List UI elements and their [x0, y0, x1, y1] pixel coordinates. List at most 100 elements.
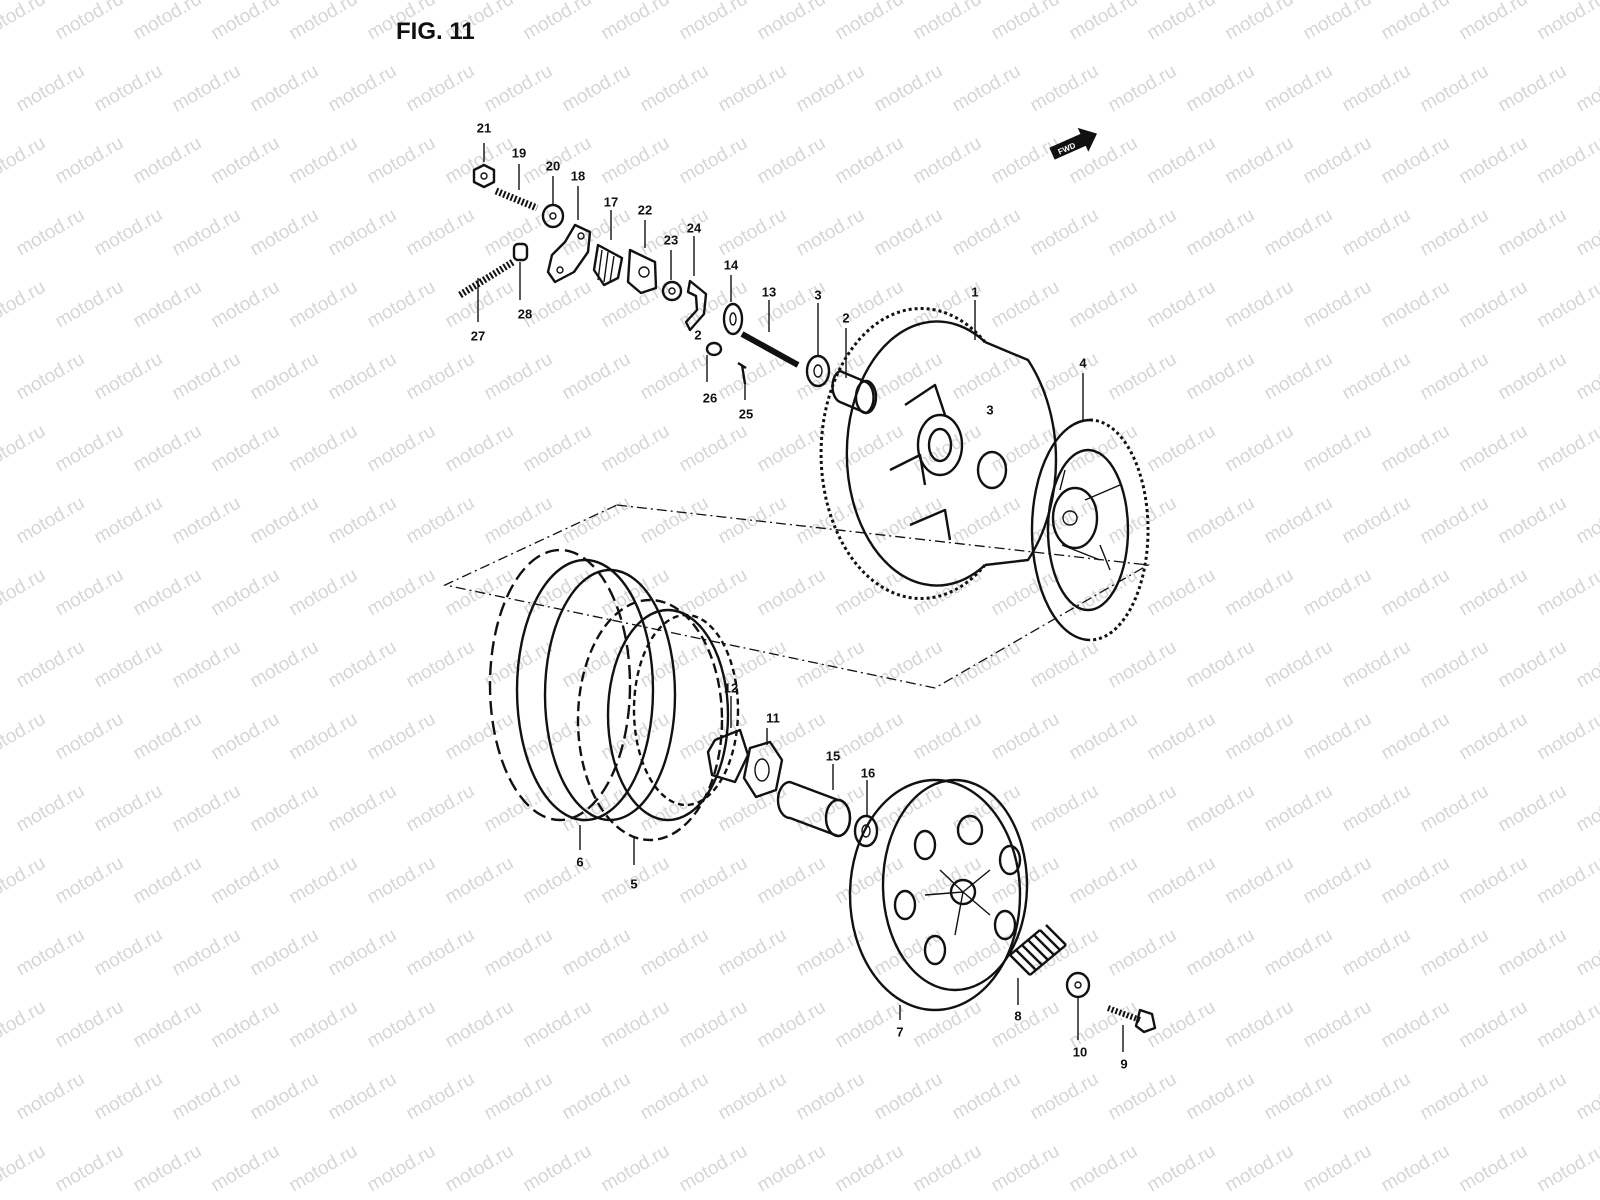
watermark-text: motod.ru [0, 0, 49, 44]
nut-21-icon [472, 163, 496, 189]
watermark-text: motod.ru [754, 0, 829, 44]
watermark-text: motod.ru [169, 1069, 244, 1125]
watermark-text: motod.ru [13, 349, 88, 405]
watermark-text: motod.ru [1495, 349, 1570, 405]
watermark-text: motod.ru [1378, 853, 1453, 909]
watermark-text: motod.ru [754, 709, 829, 765]
screw-25-icon [737, 361, 747, 385]
watermark-text: motod.ru [208, 277, 283, 333]
push-rod-13-icon [740, 331, 800, 368]
watermark-text: motod.ru [1261, 925, 1336, 981]
watermark-text: motod.ru [0, 853, 49, 909]
watermark-text: motod.ru [1573, 493, 1600, 549]
watermark-text: motod.ru [1144, 853, 1219, 909]
watermark-text: motod.ru [403, 493, 478, 549]
watermark-text: motod.ru [1300, 133, 1375, 189]
watermark-text: motod.ru [1144, 277, 1219, 333]
watermark-text: motod.ru [91, 205, 166, 261]
watermark-text: motod.ru [130, 133, 205, 189]
watermark-text: motod.ru [1183, 349, 1258, 405]
watermark-text: motod.ru [208, 565, 283, 621]
callout-5: 5 [630, 876, 638, 892]
watermark-text: motod.ru [871, 1069, 946, 1125]
callout-19: 19 [511, 145, 527, 161]
watermark-text: motod.ru [1456, 277, 1531, 333]
watermark-text: motod.ru [871, 61, 946, 117]
watermark-text: motod.ru [1300, 997, 1375, 1053]
washer-16-icon [853, 814, 879, 848]
pressure-plate-7-icon [848, 778, 1029, 1012]
watermark-text: motod.ru [481, 781, 556, 837]
watermark-text: motod.ru [247, 637, 322, 693]
watermark-text: motod.ru [754, 565, 829, 621]
watermark-text: motod.ru [0, 709, 49, 765]
watermark-text: motod.ru [91, 349, 166, 405]
watermark-text: motod.ru [559, 1069, 634, 1125]
callout-21: 21 [476, 120, 492, 136]
watermark-text: motod.ru [598, 1141, 673, 1197]
watermark-text: motod.ru [169, 61, 244, 117]
watermark-text: motod.ru [871, 205, 946, 261]
watermark-text: motod.ru [715, 1069, 790, 1125]
watermark-text: motod.ru [715, 493, 790, 549]
watermark-text: motod.ru [676, 853, 751, 909]
watermark-text: motod.ru [1534, 709, 1600, 765]
watermark-text: motod.ru [949, 493, 1024, 549]
watermark-text: motod.ru [325, 925, 400, 981]
watermark-text: motod.ru [598, 565, 673, 621]
watermark-text: motod.ru [1222, 277, 1297, 333]
callout-20: 20 [545, 158, 561, 174]
watermark-text: motod.ru [247, 61, 322, 117]
watermark-text: motod.ru [1066, 709, 1141, 765]
watermark-text: motod.ru [208, 997, 283, 1053]
watermark-text: motod.ru [1339, 925, 1414, 981]
callout-14: 14 [723, 257, 739, 273]
watermark-text: motod.ru [637, 349, 712, 405]
watermark-text: motod.ru [286, 709, 361, 765]
watermark-text: motod.ru [520, 0, 595, 44]
watermark-text: motod.ru [364, 997, 439, 1053]
watermark-text: motod.ru [286, 1141, 361, 1197]
watermark-text: motod.ru [1222, 853, 1297, 909]
watermark-text: motod.ru [559, 349, 634, 405]
watermark-text: motod.ru [1222, 1141, 1297, 1197]
watermark-text: motod.ru [1066, 1141, 1141, 1197]
watermark-text: motod.ru [1066, 421, 1141, 477]
watermark-text: motod.ru [988, 1141, 1063, 1197]
plate-stack-outline [442, 504, 1151, 689]
watermark-text: motod.ru [1261, 349, 1336, 405]
watermark-text: motod.ru [1261, 205, 1336, 261]
watermark-text: motod.ru [988, 709, 1063, 765]
watermark-text: motod.ru [1534, 0, 1600, 44]
watermark-text: motod.ru [1417, 493, 1492, 549]
watermark-text: motod.ru [364, 133, 439, 189]
watermark-text: motod.ru [1417, 61, 1492, 117]
watermark-text: motod.ru [1222, 421, 1297, 477]
watermark-text: motod.ru [832, 0, 907, 44]
watermark-text: motod.ru [1534, 133, 1600, 189]
watermark-text: motod.ru [1144, 133, 1219, 189]
watermark-text: motod.ru [91, 781, 166, 837]
watermark-text: motod.ru [1105, 637, 1180, 693]
watermark-text: motod.ru [910, 853, 985, 909]
watermark-text: motod.ru [1417, 349, 1492, 405]
watermark-text: motod.ru [871, 925, 946, 981]
watermark-text: motod.ru [793, 493, 868, 549]
watermark-text: motod.ru [208, 133, 283, 189]
watermark-text: motod.ru [1300, 709, 1375, 765]
watermark-text: motod.ru [871, 349, 946, 405]
watermark-text: motod.ru [598, 421, 673, 477]
nut-23-icon [661, 280, 683, 302]
watermark-text: motod.ru [403, 637, 478, 693]
pin-28-icon [512, 242, 529, 262]
watermark-text: motod.ru [754, 421, 829, 477]
watermark-text: motod.ru [364, 709, 439, 765]
watermark-text: motod.ru [520, 1141, 595, 1197]
watermark-text: motod.ru [52, 0, 127, 44]
watermark-text: motod.ru [325, 61, 400, 117]
watermark-text: motod.ru [1183, 61, 1258, 117]
watermark-text: motod.ru [520, 853, 595, 909]
watermark-text: motod.ru [1339, 349, 1414, 405]
watermark-text: motod.ru [1222, 565, 1297, 621]
watermark-text: motod.ru [1456, 133, 1531, 189]
